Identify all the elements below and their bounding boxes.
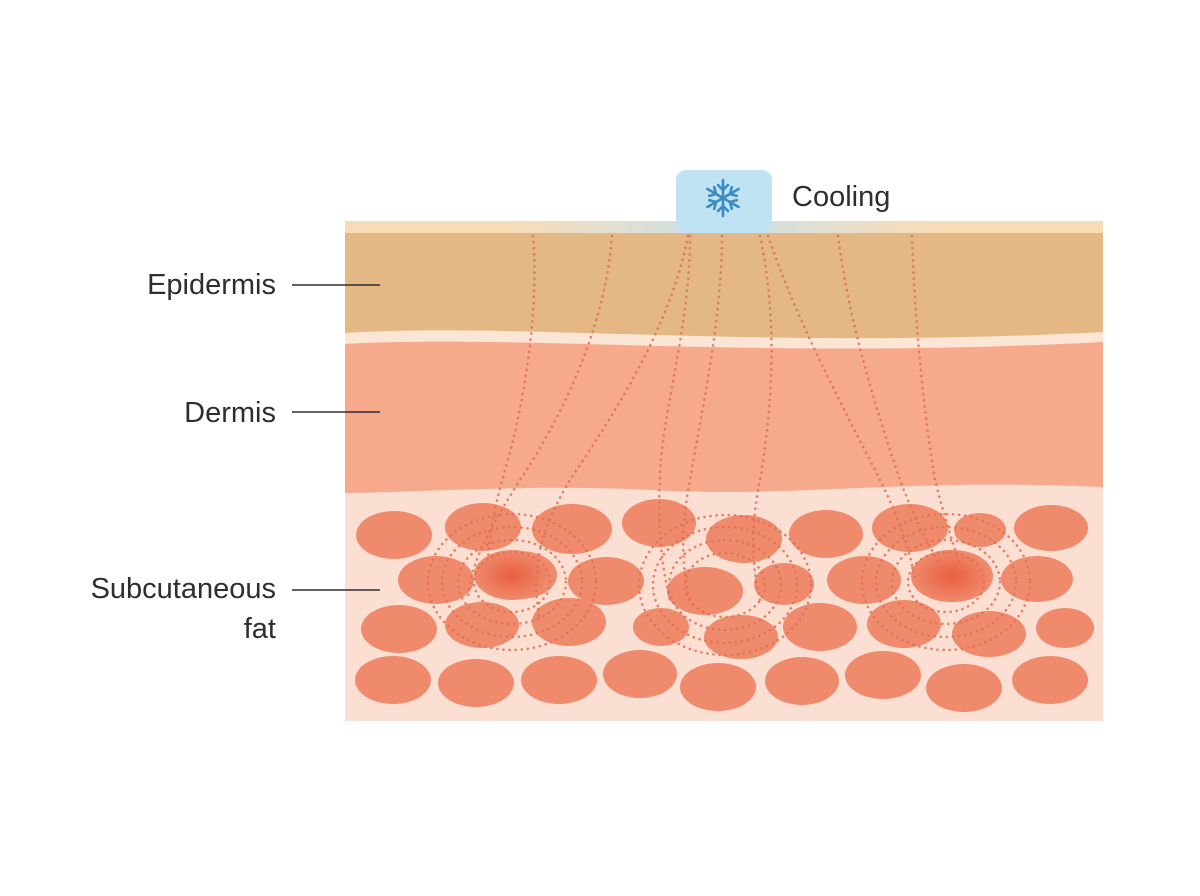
cooling-ring	[426, 512, 598, 652]
fat-cell	[532, 598, 606, 646]
cooling-ring	[906, 550, 986, 614]
fat-cell-cooled	[474, 550, 550, 600]
cooling-ring	[667, 538, 783, 632]
fat-cell	[1012, 656, 1088, 704]
fat-cell	[783, 603, 857, 651]
fat-cell	[521, 656, 597, 704]
cooling-ring	[440, 525, 584, 639]
cooling-label: Cooling	[792, 181, 890, 213]
fat-cell	[355, 656, 431, 704]
fat-cell	[704, 615, 778, 659]
fat-cell	[1036, 608, 1094, 648]
epidermis-dermis-boundary	[345, 330, 1103, 349]
fat-cell	[622, 499, 696, 547]
fat-cell-cooled	[911, 550, 991, 602]
cooling-ring	[472, 550, 552, 614]
cooling-ring	[456, 538, 568, 626]
fat-cell	[789, 510, 863, 558]
cooling-path	[534, 234, 690, 622]
cooling-path	[766, 234, 917, 582]
fat-cell	[952, 611, 1026, 657]
subcutaneous-fat-label-line1: Subcutaneous	[91, 573, 276, 605]
fat-cell	[754, 563, 814, 605]
fat-cell	[356, 511, 432, 559]
dermis-layer	[345, 336, 1103, 493]
fat-cell	[827, 556, 901, 604]
cooling-path-group	[426, 234, 1032, 657]
fat-cell	[1001, 556, 1073, 602]
fat-cell	[845, 651, 921, 699]
cooling-ring	[890, 538, 1002, 626]
cooling-path	[681, 234, 724, 602]
subcutaneous-fat-label-line2: fat	[244, 613, 276, 645]
epidermis-layer	[345, 232, 1103, 339]
fat-cell	[568, 557, 644, 605]
cooling-ring	[860, 512, 1032, 652]
fat-cell	[361, 605, 437, 653]
fat-cell	[667, 567, 743, 615]
fat-cell	[633, 608, 689, 646]
fat-cell	[926, 664, 1002, 712]
fat-cell	[398, 556, 474, 604]
cooling-path	[836, 234, 952, 582]
fat-cell	[1014, 505, 1088, 551]
fat-cell	[954, 513, 1006, 547]
fat-cell	[867, 600, 941, 648]
cooling-ring	[874, 525, 1018, 639]
fat-cell	[706, 515, 782, 563]
fat-cell	[438, 659, 514, 707]
fat-cell	[680, 663, 756, 711]
cooling-path	[658, 234, 692, 602]
cooling-applicator	[676, 170, 772, 233]
snowflake-icon	[706, 178, 740, 218]
cooling-ring	[683, 551, 767, 619]
cooling-path	[910, 234, 967, 582]
cooling-path	[751, 234, 773, 602]
fat-cell	[765, 657, 839, 705]
cooling-path	[466, 234, 614, 602]
cooling-ring	[637, 513, 813, 657]
fat-cell	[603, 650, 677, 698]
fat-cell	[532, 504, 612, 554]
cooling-ring	[651, 525, 799, 645]
epidermis-label: Epidermis	[147, 269, 276, 301]
dermis-label: Dermis	[184, 397, 276, 429]
